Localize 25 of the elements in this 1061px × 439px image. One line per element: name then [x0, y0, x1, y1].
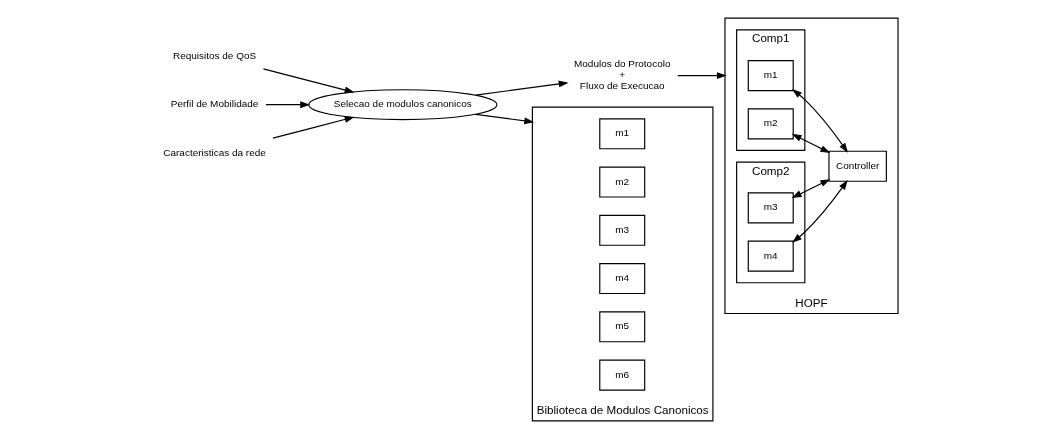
arrow — [791, 133, 831, 154]
node-box: m4 — [747, 240, 794, 272]
node-box: m2 — [747, 108, 794, 140]
arrow — [792, 88, 848, 153]
node-text: Modulos do Protocolo + Fluxo de Execucao — [574, 58, 671, 91]
arrow — [474, 80, 569, 96]
arrow — [272, 116, 355, 139]
arrow — [792, 179, 848, 243]
node-text: Perfil de Mobilidade — [170, 98, 259, 110]
node-text: Requisitos de QoS — [173, 50, 257, 62]
node-box: m2 — [599, 166, 646, 198]
node-text: Caracteristicas da rede — [163, 146, 266, 158]
node-box: m1 — [599, 118, 646, 150]
node-box: m3 — [747, 192, 794, 224]
arrow — [474, 113, 535, 125]
node-box: m1 — [747, 60, 794, 92]
node-box: m6 — [599, 359, 646, 391]
arrow — [677, 72, 727, 79]
arrow — [262, 68, 355, 94]
node-box: m3 — [599, 214, 646, 246]
arrow — [265, 101, 311, 109]
node-box: m5 — [599, 311, 646, 343]
arrow — [791, 179, 831, 199]
node-box: Controller — [828, 150, 887, 182]
node-box: m4 — [599, 263, 646, 295]
